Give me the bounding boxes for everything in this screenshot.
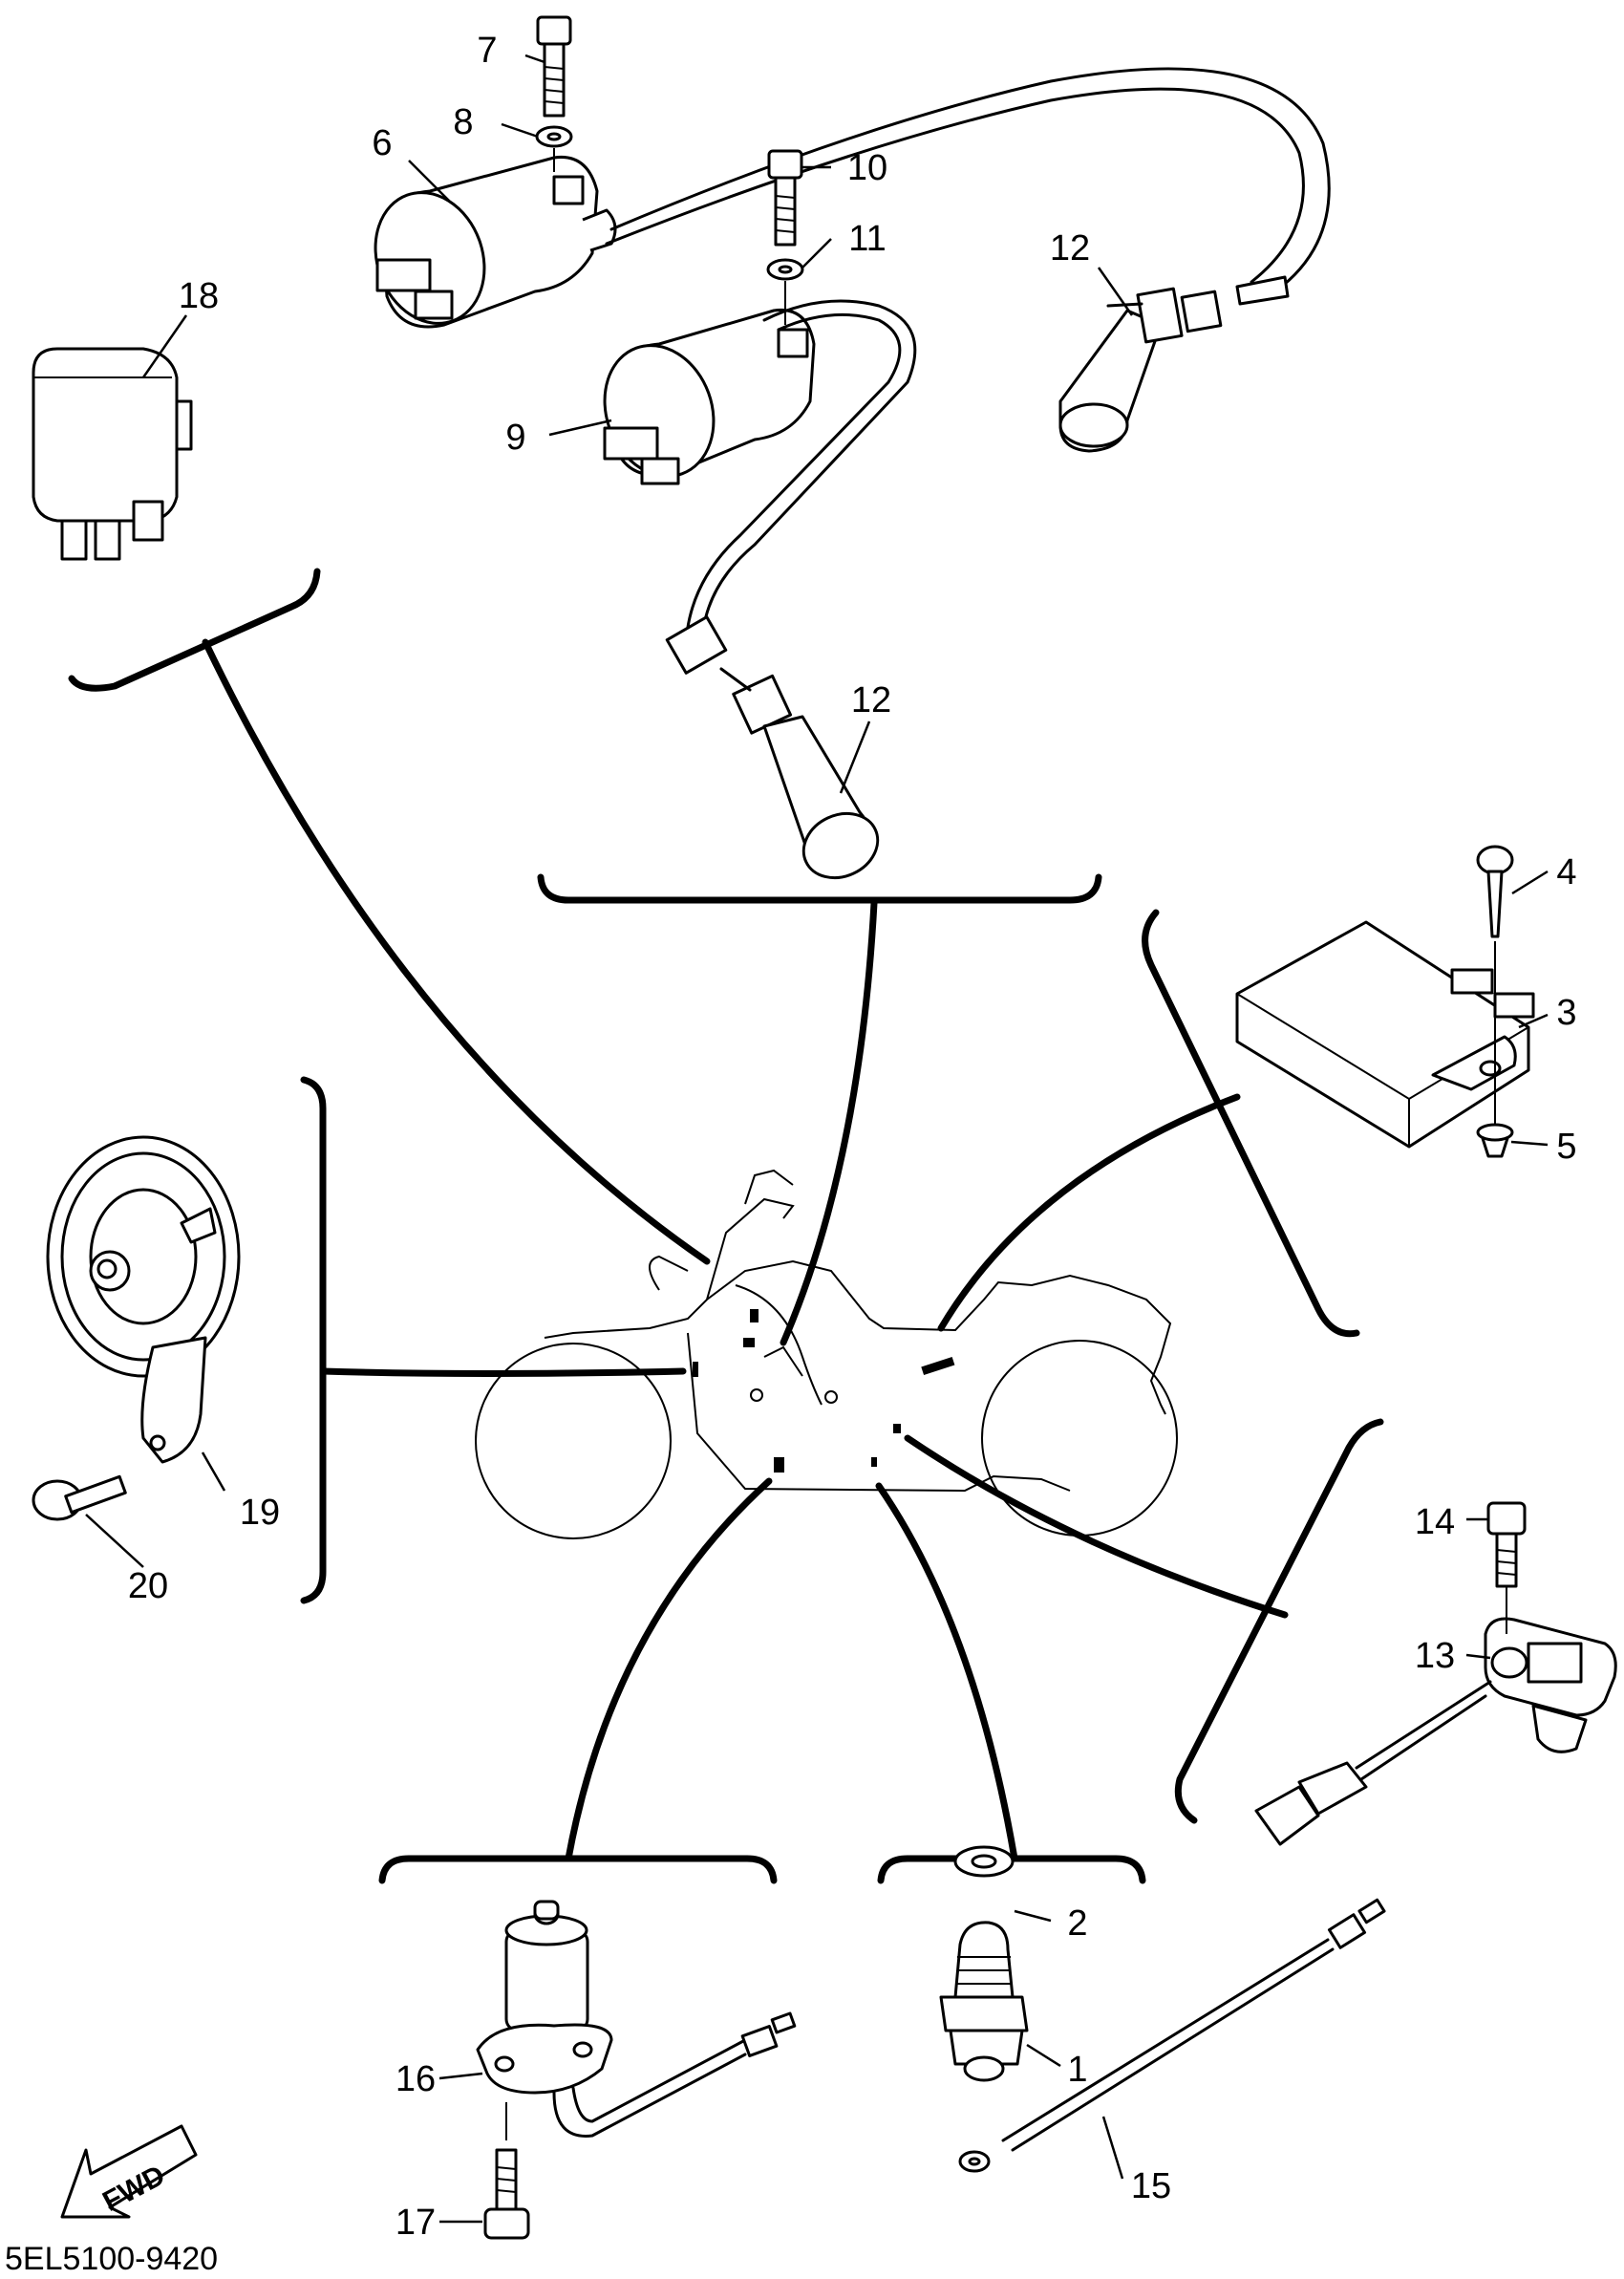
screw-17 <box>483 2102 530 2240</box>
callout-11: 11 <box>848 219 886 259</box>
callout-13: 13 <box>1415 1636 1455 1676</box>
neutral-switch-1 <box>939 1921 1029 2082</box>
crank-sensor-13 <box>1254 1617 1617 1846</box>
group-bracket-right-lower <box>1174 1418 1384 1824</box>
harness-location-marks <box>693 1309 955 1473</box>
group-bracket-bottom-left <box>378 1855 778 1884</box>
callout-12-upper: 12 <box>1050 228 1090 269</box>
callout-1: 1 <box>1067 2050 1087 2090</box>
callout-9: 9 <box>505 418 525 458</box>
group-bracket-top-center <box>537 873 1102 904</box>
grommet-5 <box>1476 1123 1514 1158</box>
callout-4: 4 <box>1556 852 1576 892</box>
spark-plug-cap-lower <box>665 615 880 880</box>
callout-5: 5 <box>1556 1127 1576 1167</box>
washer-2 <box>953 1845 1015 1878</box>
callout-2: 2 <box>1067 1903 1087 1944</box>
washer-11 <box>766 258 804 325</box>
ignition-coil-1 <box>374 67 1331 329</box>
callout-19: 19 <box>240 1493 280 1533</box>
diagram-code: 5EL5100-9420 <box>5 2241 218 2277</box>
callout-3: 3 <box>1556 993 1576 1033</box>
ignition-coil-2 <box>603 299 917 661</box>
bolt-7 <box>536 15 572 118</box>
callout-10: 10 <box>847 148 887 188</box>
callout-17: 17 <box>395 2203 436 2243</box>
horn-19 <box>46 1135 241 1464</box>
callout-15: 15 <box>1131 2166 1171 2206</box>
callout-14: 14 <box>1415 1502 1455 1542</box>
group-bracket-top-left <box>68 568 321 692</box>
group-bracket-right-upper <box>1142 909 1360 1338</box>
bolt-20 <box>32 1474 127 1521</box>
spark-plug-cap-upper <box>1058 287 1223 453</box>
relay-18 <box>32 347 193 561</box>
lead-wire-15 <box>958 1898 1386 2173</box>
bolt-10 <box>767 149 803 247</box>
callout-numbers: 7 8 6 10 11 12 9 12 18 4 3 5 14 13 2 1 1… <box>128 31 1577 2243</box>
group-bracket-left <box>300 1076 327 1604</box>
switch-16 <box>476 1900 797 2138</box>
group-connector-lines <box>202 638 1289 1862</box>
callout-7: 7 <box>477 31 497 71</box>
forward-direction-arrow: FWD <box>60 2124 198 2219</box>
callout-20: 20 <box>128 1566 168 1606</box>
bolt-14 <box>1486 1501 1527 1634</box>
callout-8: 8 <box>453 102 473 142</box>
callout-18: 18 <box>179 276 219 316</box>
leader-lines <box>85 54 1549 2224</box>
callout-6: 6 <box>372 123 392 163</box>
callout-16: 16 <box>395 2059 436 2099</box>
screw-4 <box>1476 845 1514 1142</box>
motorcycle-outline <box>475 1169 1178 1539</box>
callout-12-lower: 12 <box>851 680 891 720</box>
cdi-unit-3 <box>1235 920 1535 1149</box>
